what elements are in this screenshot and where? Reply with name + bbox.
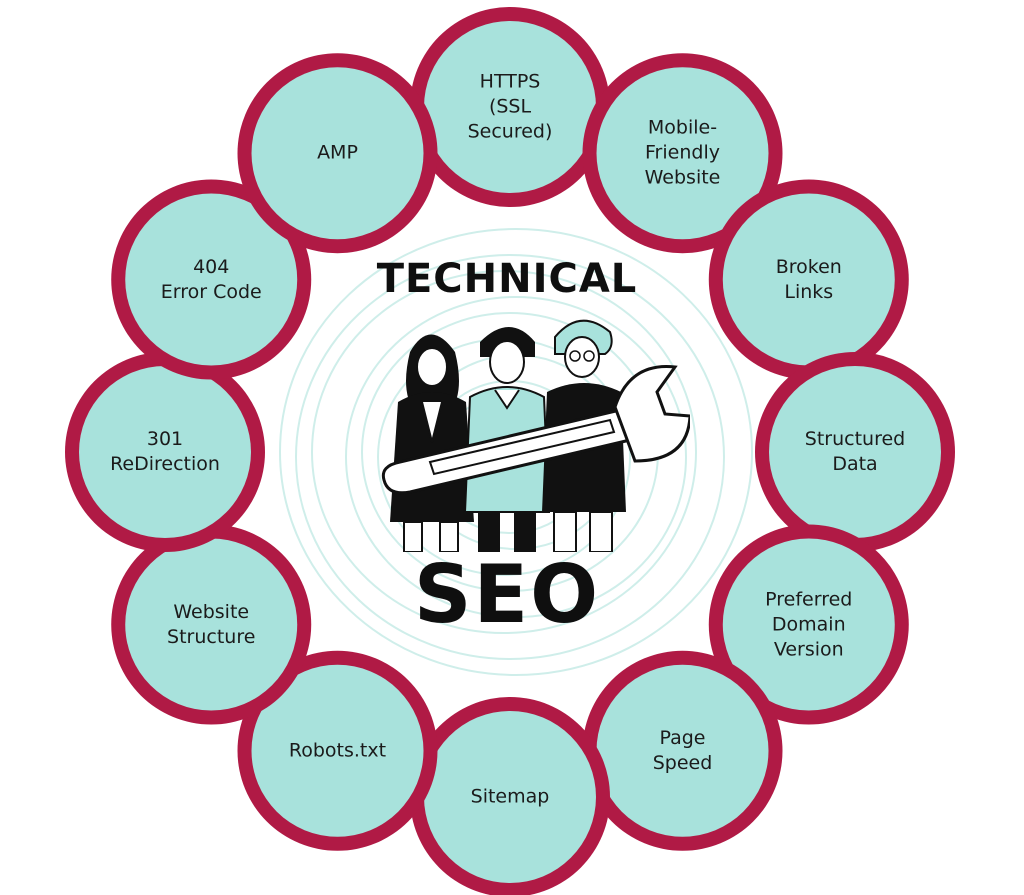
node-circle [251, 67, 424, 240]
node-label: Sitemap [470, 785, 550, 808]
node-label: Preferred Domain Version [765, 588, 853, 660]
node-circle [596, 664, 769, 837]
node-label: HTTPS (SSL Secured) [467, 70, 553, 143]
node-circle [424, 21, 596, 193]
node-label: 404 Error Code [160, 255, 262, 303]
node-circle [251, 664, 424, 837]
people-holding-wrench-illustration [381, 319, 690, 552]
center-title: TECHNICAL [376, 256, 638, 302]
node-label: Page Speed [652, 726, 713, 774]
node-circle [596, 67, 769, 240]
swirl-line [279, 228, 753, 676]
node-label: Website Structure [167, 600, 256, 648]
swirl-line [345, 296, 687, 618]
node-circle [79, 366, 251, 538]
node-circle [125, 538, 298, 711]
swirl-line [295, 254, 725, 660]
ring-nodes [65, 7, 955, 895]
person-left [390, 334, 474, 552]
node-label: Broken Links [775, 255, 842, 303]
node-circle [769, 366, 941, 538]
wrench-icon [381, 365, 690, 495]
center-subtitle: SEO [413, 548, 601, 641]
node-label: AMP [317, 141, 358, 164]
node-label: Robots.txt [288, 739, 387, 762]
node-circle [125, 193, 298, 366]
node-circle [722, 193, 895, 366]
swirl-line [311, 270, 697, 634]
node-label: 301 ReDirection [110, 428, 220, 475]
node-label: Mobile- Friendly Website [644, 116, 721, 189]
node-label: Structured Data [804, 428, 906, 475]
node-circle [722, 538, 895, 711]
node-circle [424, 711, 596, 883]
center-swirl-decoration [279, 228, 753, 676]
